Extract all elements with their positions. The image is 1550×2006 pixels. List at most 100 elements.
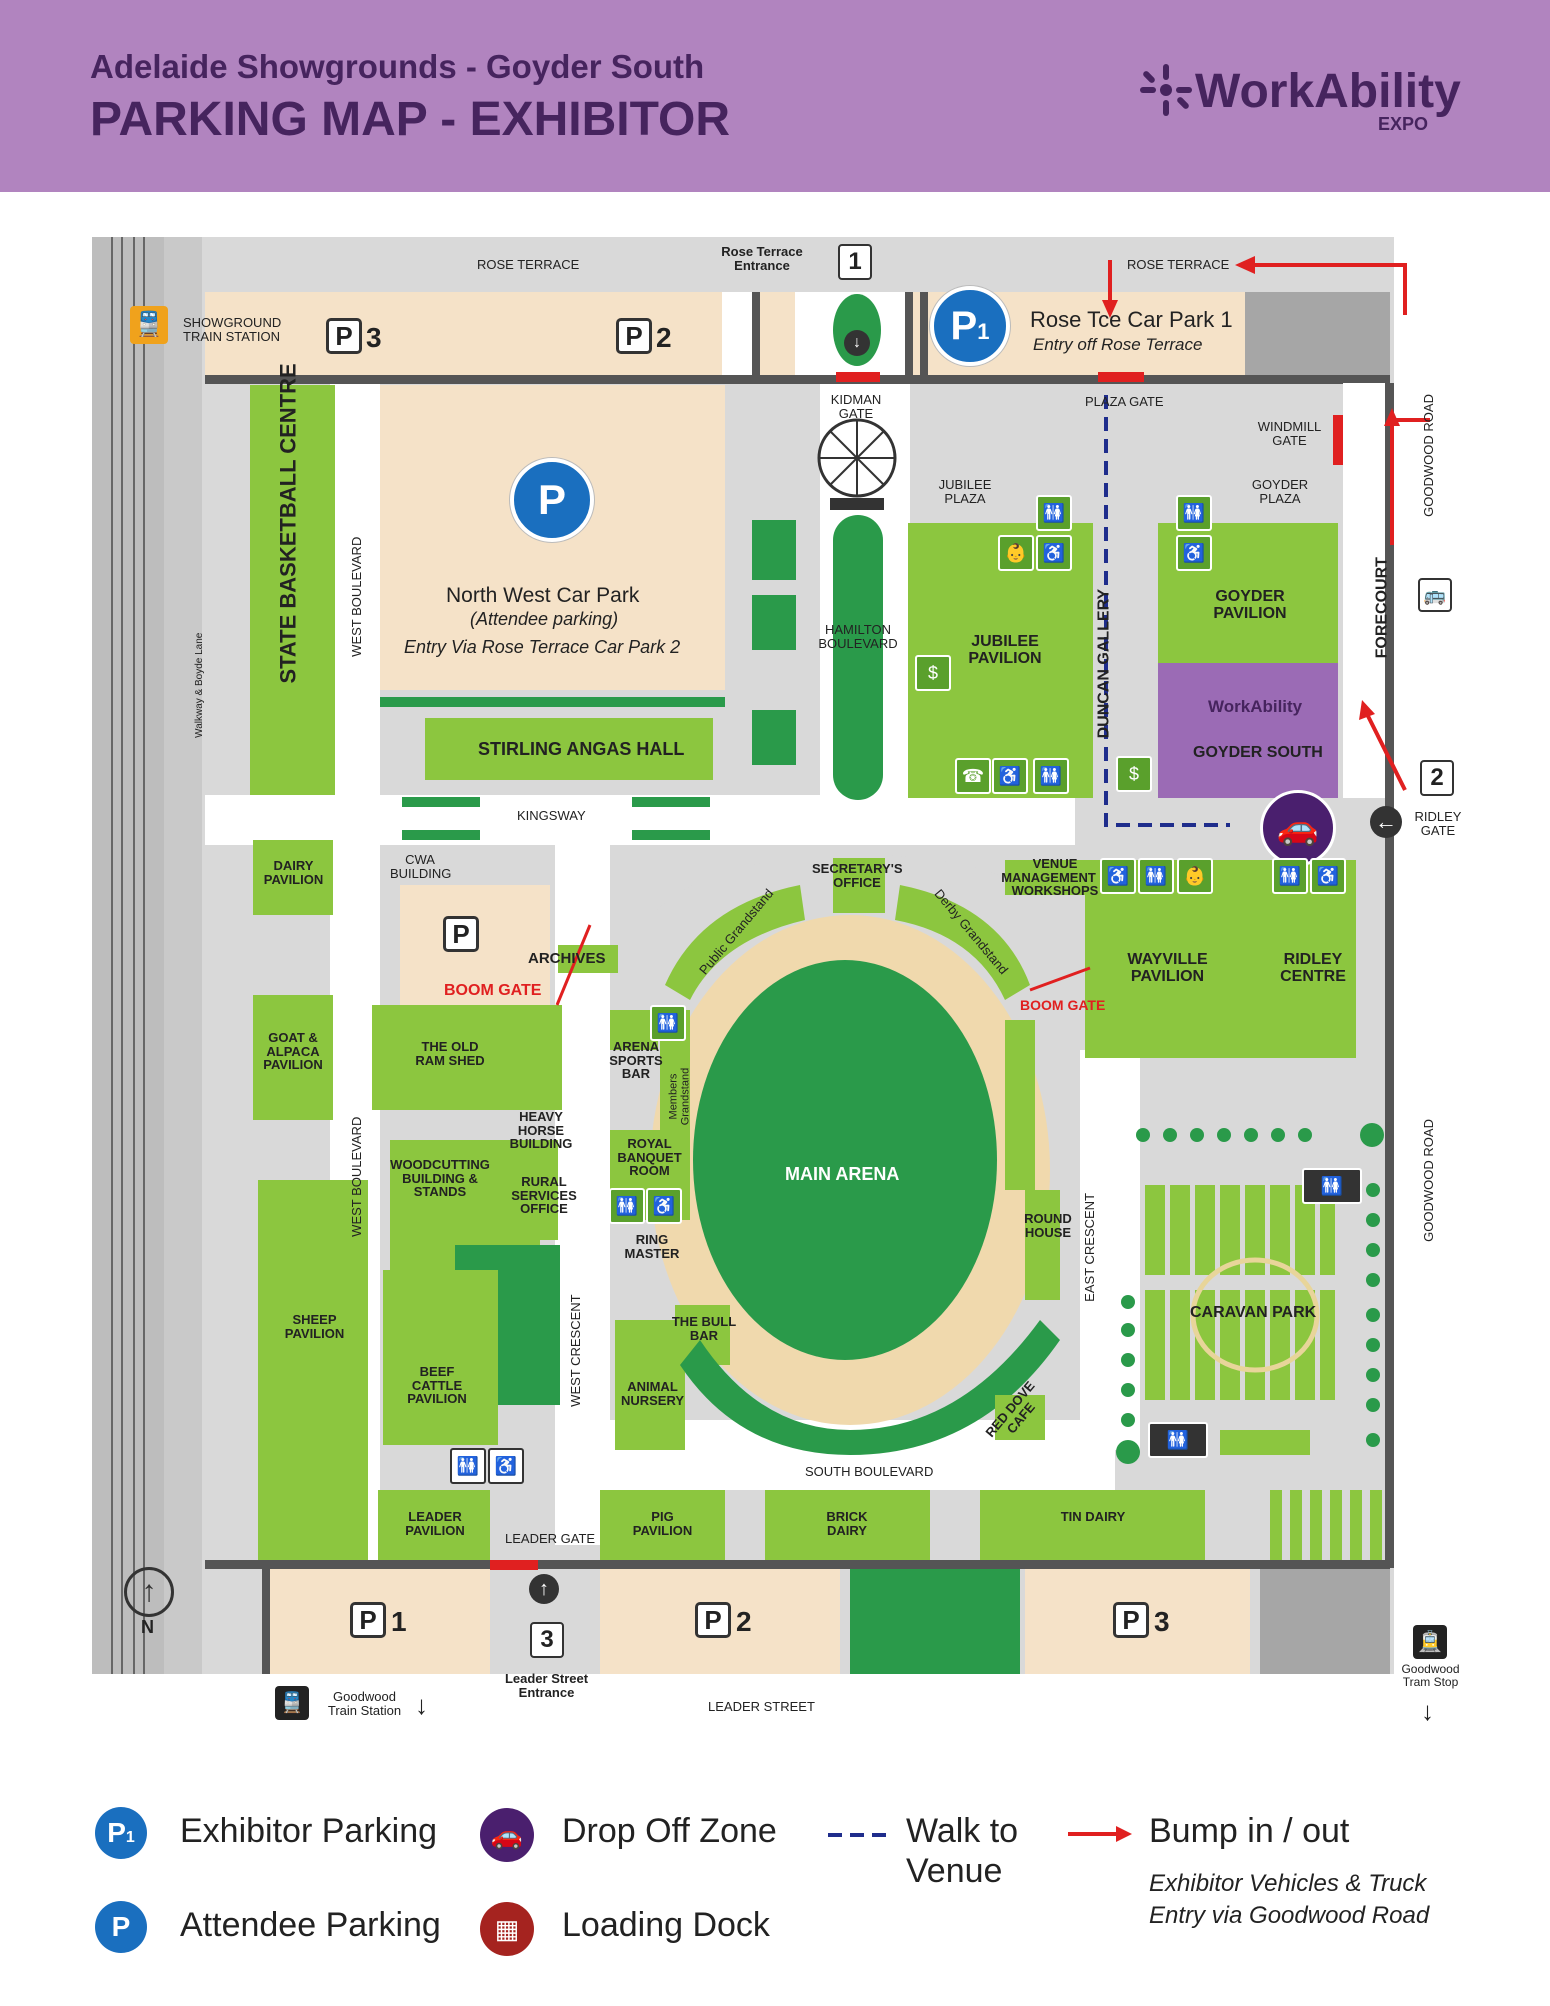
- old-ram-shed-building: [372, 1005, 562, 1110]
- workability-logo-icon: [1140, 64, 1192, 116]
- accessible-icon: ♿: [1036, 535, 1072, 571]
- animal-nursery-label: ANIMAL NURSERY: [620, 1379, 685, 1408]
- legend-walk-line-icon: [828, 1833, 888, 1837]
- toilets-icon: 🚻: [1176, 495, 1212, 531]
- hamilton-median: [833, 515, 883, 800]
- ridley-gate-label: RIDLEY GATE: [1414, 809, 1462, 838]
- accessible-icon: ♿: [488, 1448, 524, 1484]
- south-stand: [680, 1320, 1060, 1455]
- stirling-angas-label: STIRLING ANGAS HALL: [478, 739, 685, 759]
- leader-pavilion-label: LEADER PAVILION: [405, 1509, 465, 1538]
- goyder-plaza-label: GOYDER PLAZA: [1251, 477, 1309, 506]
- baby-change-icon: 👶: [1177, 858, 1213, 894]
- entrance-3-marker: 3: [530, 1622, 564, 1658]
- leader-pavilion-building: [378, 1490, 490, 1560]
- bottom-green-lot: [850, 1569, 1020, 1674]
- members-grandstand-label: Members Grandstand: [667, 1067, 691, 1126]
- page-title: PARKING MAP - EXHIBITOR: [90, 93, 731, 146]
- railway-tracks: [111, 237, 145, 1674]
- railway-corridor: [92, 237, 164, 1674]
- archives-label: ARCHIVES: [528, 950, 606, 967]
- rural-services-label: RURAL SERVICES OFFICE: [511, 1174, 577, 1217]
- leader-street-entrance-label: Leader Street Entrance: [504, 1671, 589, 1700]
- kingsway-label: KINGSWAY: [517, 808, 586, 823]
- venue-management-label: VENUE MANAGEMENT & WORKSHOPS: [1001, 856, 1109, 899]
- windmill-gate-marker: [1333, 415, 1343, 465]
- brick-dairy-building: [765, 1490, 930, 1560]
- walkway-label: Walkway & Boyde Lane: [193, 632, 205, 738]
- public-grandstand-building: [665, 885, 805, 1000]
- atm-icon: $: [1116, 756, 1152, 792]
- south-boulevard-label: SOUTH BOULEVARD: [805, 1464, 934, 1479]
- caravan-facilities-icon: 🚻: [1148, 1422, 1208, 1458]
- walk-to-venue-path: [1104, 395, 1230, 827]
- west-boulevard-top-label: WEST BOULEVARD: [349, 536, 365, 657]
- boom-gate-left-label: BOOM GATE: [444, 982, 542, 999]
- rose-terrace-right-label: ROSE TERRACE: [1127, 257, 1230, 272]
- arrow-down-icon: ↓: [415, 1690, 428, 1720]
- old-ram-shed-label: THE OLD RAM SHED: [415, 1039, 485, 1068]
- ridley-centre-label: RIDLEY CENTRE: [1280, 951, 1346, 985]
- round-house-label: ROUND HOUSE: [1024, 1211, 1072, 1240]
- p-sign-bottom-2: P: [695, 1602, 731, 1638]
- stirling-angas-building: [425, 718, 713, 780]
- toilets-icon: 🚻: [1033, 758, 1069, 794]
- kidman-gate-label: KIDMAN GATE: [830, 392, 882, 421]
- sheep-pavilion-building: [258, 1180, 368, 1560]
- goodwood-road-top-label: GOODWOOD ROAD: [1421, 394, 1437, 517]
- main-arena-field: [693, 960, 997, 1360]
- goyder-pavilion-label: GOYDER PAVILION: [1213, 588, 1287, 622]
- legend-drop-off-label: Drop Off Zone: [562, 1812, 777, 1850]
- toilets-icon: 🚻: [1272, 858, 1308, 894]
- phone-icon: ☎: [955, 758, 991, 794]
- cwa-building-label: CWA BUILDING: [390, 852, 452, 881]
- goyder-south-label: GOYDER SOUTH: [1193, 744, 1323, 761]
- leader-gate-marker: [490, 1560, 538, 1570]
- exhibitor-parking-p1-icon: P1: [930, 286, 1010, 366]
- archives-building: [558, 945, 618, 973]
- boom-gate-right-label: BOOM GATE: [1020, 997, 1106, 1013]
- caravan-facilities-icon: 🚻: [1302, 1168, 1362, 1204]
- p-sign-top-2: P: [616, 318, 652, 354]
- accessible-icon: ♿: [1176, 535, 1212, 571]
- bull-bar-label: THE BULL BAR: [671, 1314, 737, 1343]
- accessible-icon: ♿: [1310, 858, 1346, 894]
- toilets-icon: 🚻: [1138, 858, 1174, 894]
- bump-arrowheads: [1102, 256, 1400, 720]
- main-arena-label: MAIN ARENA: [785, 1164, 900, 1184]
- bus-stop-icon: 🚌: [1418, 578, 1452, 612]
- plaza-gate-label: PLAZA GATE: [1085, 394, 1164, 409]
- compass-north-label: N: [141, 1617, 154, 1637]
- ring-master-label: RING MASTER: [624, 1232, 680, 1261]
- baby-change-icon: 👶: [998, 535, 1034, 571]
- jubilee-pavilion-label: JUBILEE PAVILION: [968, 633, 1042, 667]
- legend-attendee-parking-label: Attendee Parking: [180, 1906, 441, 1944]
- legend-bump-label: Bump in / out: [1149, 1812, 1350, 1850]
- top-right-grey-block: [1245, 292, 1390, 382]
- rose-terrace-entrance-label: Rose Terrace Entrance: [721, 244, 803, 273]
- goat-alpaca-building: [253, 995, 333, 1120]
- duncan-gallery-label: DUNCAN GALLERY: [1095, 588, 1113, 739]
- caravan-sites: [1145, 1185, 1335, 1455]
- legend-attendee-parking-icon: P: [95, 1901, 147, 1953]
- forecourt-strip: [1343, 383, 1385, 798]
- bottom-right-grey-block: [1260, 1569, 1390, 1674]
- caravan-park-label: CARAVAN PARK: [1190, 1304, 1317, 1321]
- legend-bump-sub-2: Entry via Goodwood Road: [1149, 1902, 1430, 1929]
- leader-gate-label: LEADER GATE: [505, 1531, 596, 1546]
- tin-dairy-building: [980, 1490, 1205, 1560]
- pig-pavilion-label: PIG PAVILION: [632, 1509, 693, 1538]
- goodwood-train-icon: 🚆: [275, 1686, 309, 1720]
- legend-walk-label-2: Venue: [906, 1852, 1003, 1890]
- atm-icon: $: [915, 655, 951, 691]
- p-sign-bottom-1: P: [350, 1602, 386, 1638]
- attendee-parking-icon: P: [510, 458, 594, 542]
- toilets-icon: 🚻: [650, 1005, 686, 1041]
- ridley-gate-arrow-icon: ←: [1370, 806, 1402, 838]
- accessible-icon: ♿: [1100, 858, 1136, 894]
- goodwood-road-bottom-label: GOODWOOD ROAD: [1421, 1119, 1437, 1242]
- p-sign-bottom-2-index: 2: [736, 1606, 752, 1637]
- plaza-gate-marker: [1098, 372, 1144, 382]
- leader-street-label: LEADER STREET: [708, 1699, 815, 1714]
